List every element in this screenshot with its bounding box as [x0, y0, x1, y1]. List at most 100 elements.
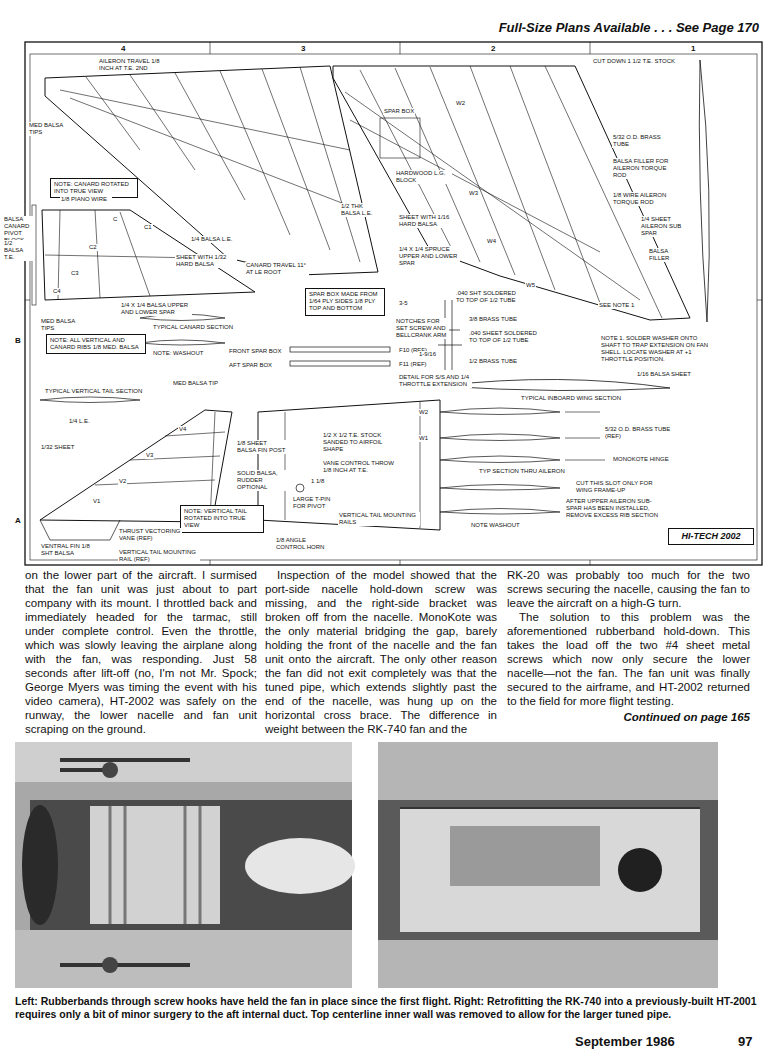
plan-label: V2 [118, 478, 127, 485]
plan-label: W2 [418, 409, 429, 416]
plan-label: LARGE T-PIN FOR PIVOT [292, 496, 342, 510]
plan-label: VENTRAL FIN 1/8 SHT BALSA [40, 543, 97, 557]
plan-label: .040 SHEET SOLDERED TO TOP OF 1/2 TUBE [468, 330, 544, 344]
plan-label: SOLID BALSA, RUDDER OPTIONAL [236, 470, 294, 491]
plan-label: 1 1/8 [310, 478, 325, 485]
plan-label: HARDWOOD L.G. BLOCK [395, 170, 452, 184]
plan-label: 1/8 WIRE AILERON TORQUE ROD [612, 192, 676, 206]
plan-label: MED BALSA TIP [172, 380, 219, 387]
plan-label: C1 [143, 224, 153, 231]
grid-reference: 1 [690, 44, 696, 53]
grid-reference: 2 [490, 44, 496, 53]
plan-label: 1/2 BRASS TUBE [468, 358, 518, 365]
plan-label: W3 [468, 190, 479, 197]
plan-label: TYPICAL VERTICAL TAIL SECTION [44, 388, 143, 395]
continuation-note: Continued on page 165 [507, 710, 750, 724]
article-paragraph: RK-20 was probably too much for the two … [507, 568, 750, 610]
article-paragraph: Inspection of the model showed that the … [265, 568, 497, 736]
plan-label: 1/8 ANGLE CONTROL HORN [275, 537, 327, 551]
plan-label: 1/32 SHEET [40, 444, 75, 451]
plan-label: W5 [525, 282, 536, 289]
plan-label: 1/4 L.E. [68, 418, 91, 425]
plan-label: NOTE: WASHOUT [152, 350, 204, 357]
plan-label: V3 [145, 452, 154, 459]
plan-label: TYPICAL INBOARD WING SECTION [520, 395, 622, 402]
plan-label: C3 [70, 270, 80, 277]
note-text: NOTE: CANARD ROTATED INTO TRUE VIEW [54, 181, 134, 195]
photo-left [15, 742, 355, 988]
grid-reference: 4 [120, 44, 126, 53]
photo-right [378, 742, 718, 988]
note-box: NOTE: ALL VERTICAL AND CANARD RIBS 1/8 M… [46, 334, 146, 354]
plan-label: VERTICAL TAIL MOUNTING RAILS [338, 512, 420, 526]
plan-label: TYP SECTION THRU AILERON [478, 468, 566, 475]
plan-label: 1/8 PIANO WIRE [60, 196, 112, 203]
plan-label: SHEET WITH 1/32 HARD BALSA [175, 254, 237, 268]
plan-label: SPAR BOX [383, 108, 415, 115]
plan-label: CUT DOWN 1 1/2 T.E. STOCK [592, 58, 694, 65]
plan-label: MED BALSA TIPS [40, 318, 82, 332]
plan-label: NOTE WASHOUT [470, 522, 521, 529]
note-text: NOTE: VERTICAL TAIL ROTATED INTO TRUE VI… [184, 508, 260, 530]
plan-label: W1 [418, 435, 429, 442]
plan-label: AFT SPAR BOX [228, 362, 273, 369]
note-text: HI-TECH 2002 [672, 531, 750, 542]
plan-label: 1/8 SHEET BALSA FIN POST [236, 440, 288, 454]
plan-label: 1/4 BALSA L.E. [190, 236, 242, 243]
plan-label: 1/2 BALSA T.E. [3, 240, 33, 261]
plan-label: 3-5 [398, 300, 409, 307]
plan-label: SEE NOTE 1 [598, 302, 635, 309]
note-text: SPAR BOX MADE FROM 1/64 PLY SIDES 1/8 PL… [309, 291, 381, 313]
plan-label: 3/8 BRASS TUBE [468, 316, 518, 323]
note-box: NOTE: VERTICAL TAIL ROTATED INTO TRUE VI… [180, 505, 264, 533]
plan-label: 1/16 BALSA SHEET [636, 371, 692, 378]
plan-label: AILERON TRAVEL 1/8 INCH AT T.E. 2ND [98, 58, 170, 72]
plan-label: MONOKOTE HINGE [612, 456, 670, 463]
plan-label: DETAIL FOR S/S AND 1/4 THROTTLE EXTENSIO… [398, 374, 472, 388]
note-text: NOTE: ALL VERTICAL AND CANARD RIBS 1/8 M… [50, 337, 142, 351]
plan-label: F11 (REF) [398, 361, 428, 368]
plan-label: TYPICAL CANARD SECTION [152, 324, 234, 331]
plan-label: CANARD TRAVEL 11° AT LE ROOT [245, 262, 309, 276]
plan-label: BALSA FILLER [648, 248, 686, 262]
plan-label: BALSA FILLER FOR AILERON TORQUE ROD [612, 158, 676, 179]
plan-label: 1-9/16 [418, 351, 437, 358]
article-column: on the lower part of the aircraft. I sur… [25, 568, 257, 736]
title-block: HI-TECH 2002 [668, 528, 754, 545]
plan-label: C [112, 216, 118, 223]
plan-label: THRUST VECTORING VANE (REF) [118, 528, 182, 542]
plan-label: 1/4 X 1/4 BALSA UPPER AND LOWER SPAR [120, 302, 192, 316]
plan-label: .040 SHT SOLDERED TO TOP OF 1/2 TUBE [455, 290, 519, 304]
grid-reference: A [14, 516, 22, 525]
plan-label: 1/4 SHEET AILERON SUB SPAR [640, 216, 694, 237]
plan-label: MED BALSA TIPS [28, 122, 70, 136]
grid-reference: B [14, 336, 22, 345]
plan-label: 1/2 X 1/2 T.E. STOCK SANDED TO AIRFOIL S… [322, 432, 398, 453]
plan-label: NOTE 1. SOLDER WASHER ONTO SHAFT TO TRAP… [600, 335, 714, 363]
article-paragraph: The solution to this problem was the afo… [507, 610, 750, 708]
plan-label: AFTER UPPER AILERON SUB-SPAR HAS BEEN IN… [565, 498, 662, 519]
photo-caption: Left: Rubberbands through screw hooks ha… [15, 995, 760, 1021]
page-footer: September 1986 [575, 1034, 675, 1049]
plan-label: 5/32 O.D. BRASS TUBE (REF) [604, 426, 676, 440]
plan-label: NOTCHES FOR SET SCREW AND BELLCRANK ARM [395, 318, 449, 339]
plan-label: V4 [178, 426, 187, 433]
article-column: Inspection of the model showed that the … [265, 568, 497, 736]
plan-label: VERTICAL TAIL MOUNTING RAIL (REF) [118, 549, 200, 563]
plan-label: VANE CONTROL THROW 1/8 INCH AT T.E. [322, 460, 398, 474]
article-column: RK-20 was probably too much for the two … [507, 568, 750, 724]
grid-reference: 3 [300, 44, 306, 53]
plan-label: W2 [455, 100, 466, 107]
plan-label: V1 [92, 498, 101, 505]
plan-label: 1/2 THK BALSA L.E. [340, 203, 384, 217]
page-header: Full-Size Plans Available . . . See Page… [499, 20, 759, 35]
article-paragraph: on the lower part of the aircraft. I sur… [25, 568, 257, 736]
plan-label: W4 [486, 238, 497, 245]
plan-label: 5/32 O.D. BRASS TUBE [612, 134, 666, 148]
plan-label: C2 [88, 244, 98, 251]
plan-label: C4 [52, 288, 62, 295]
page-footer: 97 [738, 1034, 752, 1049]
plan-label: CUT THIS SLOT ONLY FOR WING FRAME-UP [575, 480, 657, 494]
note-box: SPAR BOX MADE FROM 1/64 PLY SIDES 1/8 PL… [305, 288, 385, 316]
